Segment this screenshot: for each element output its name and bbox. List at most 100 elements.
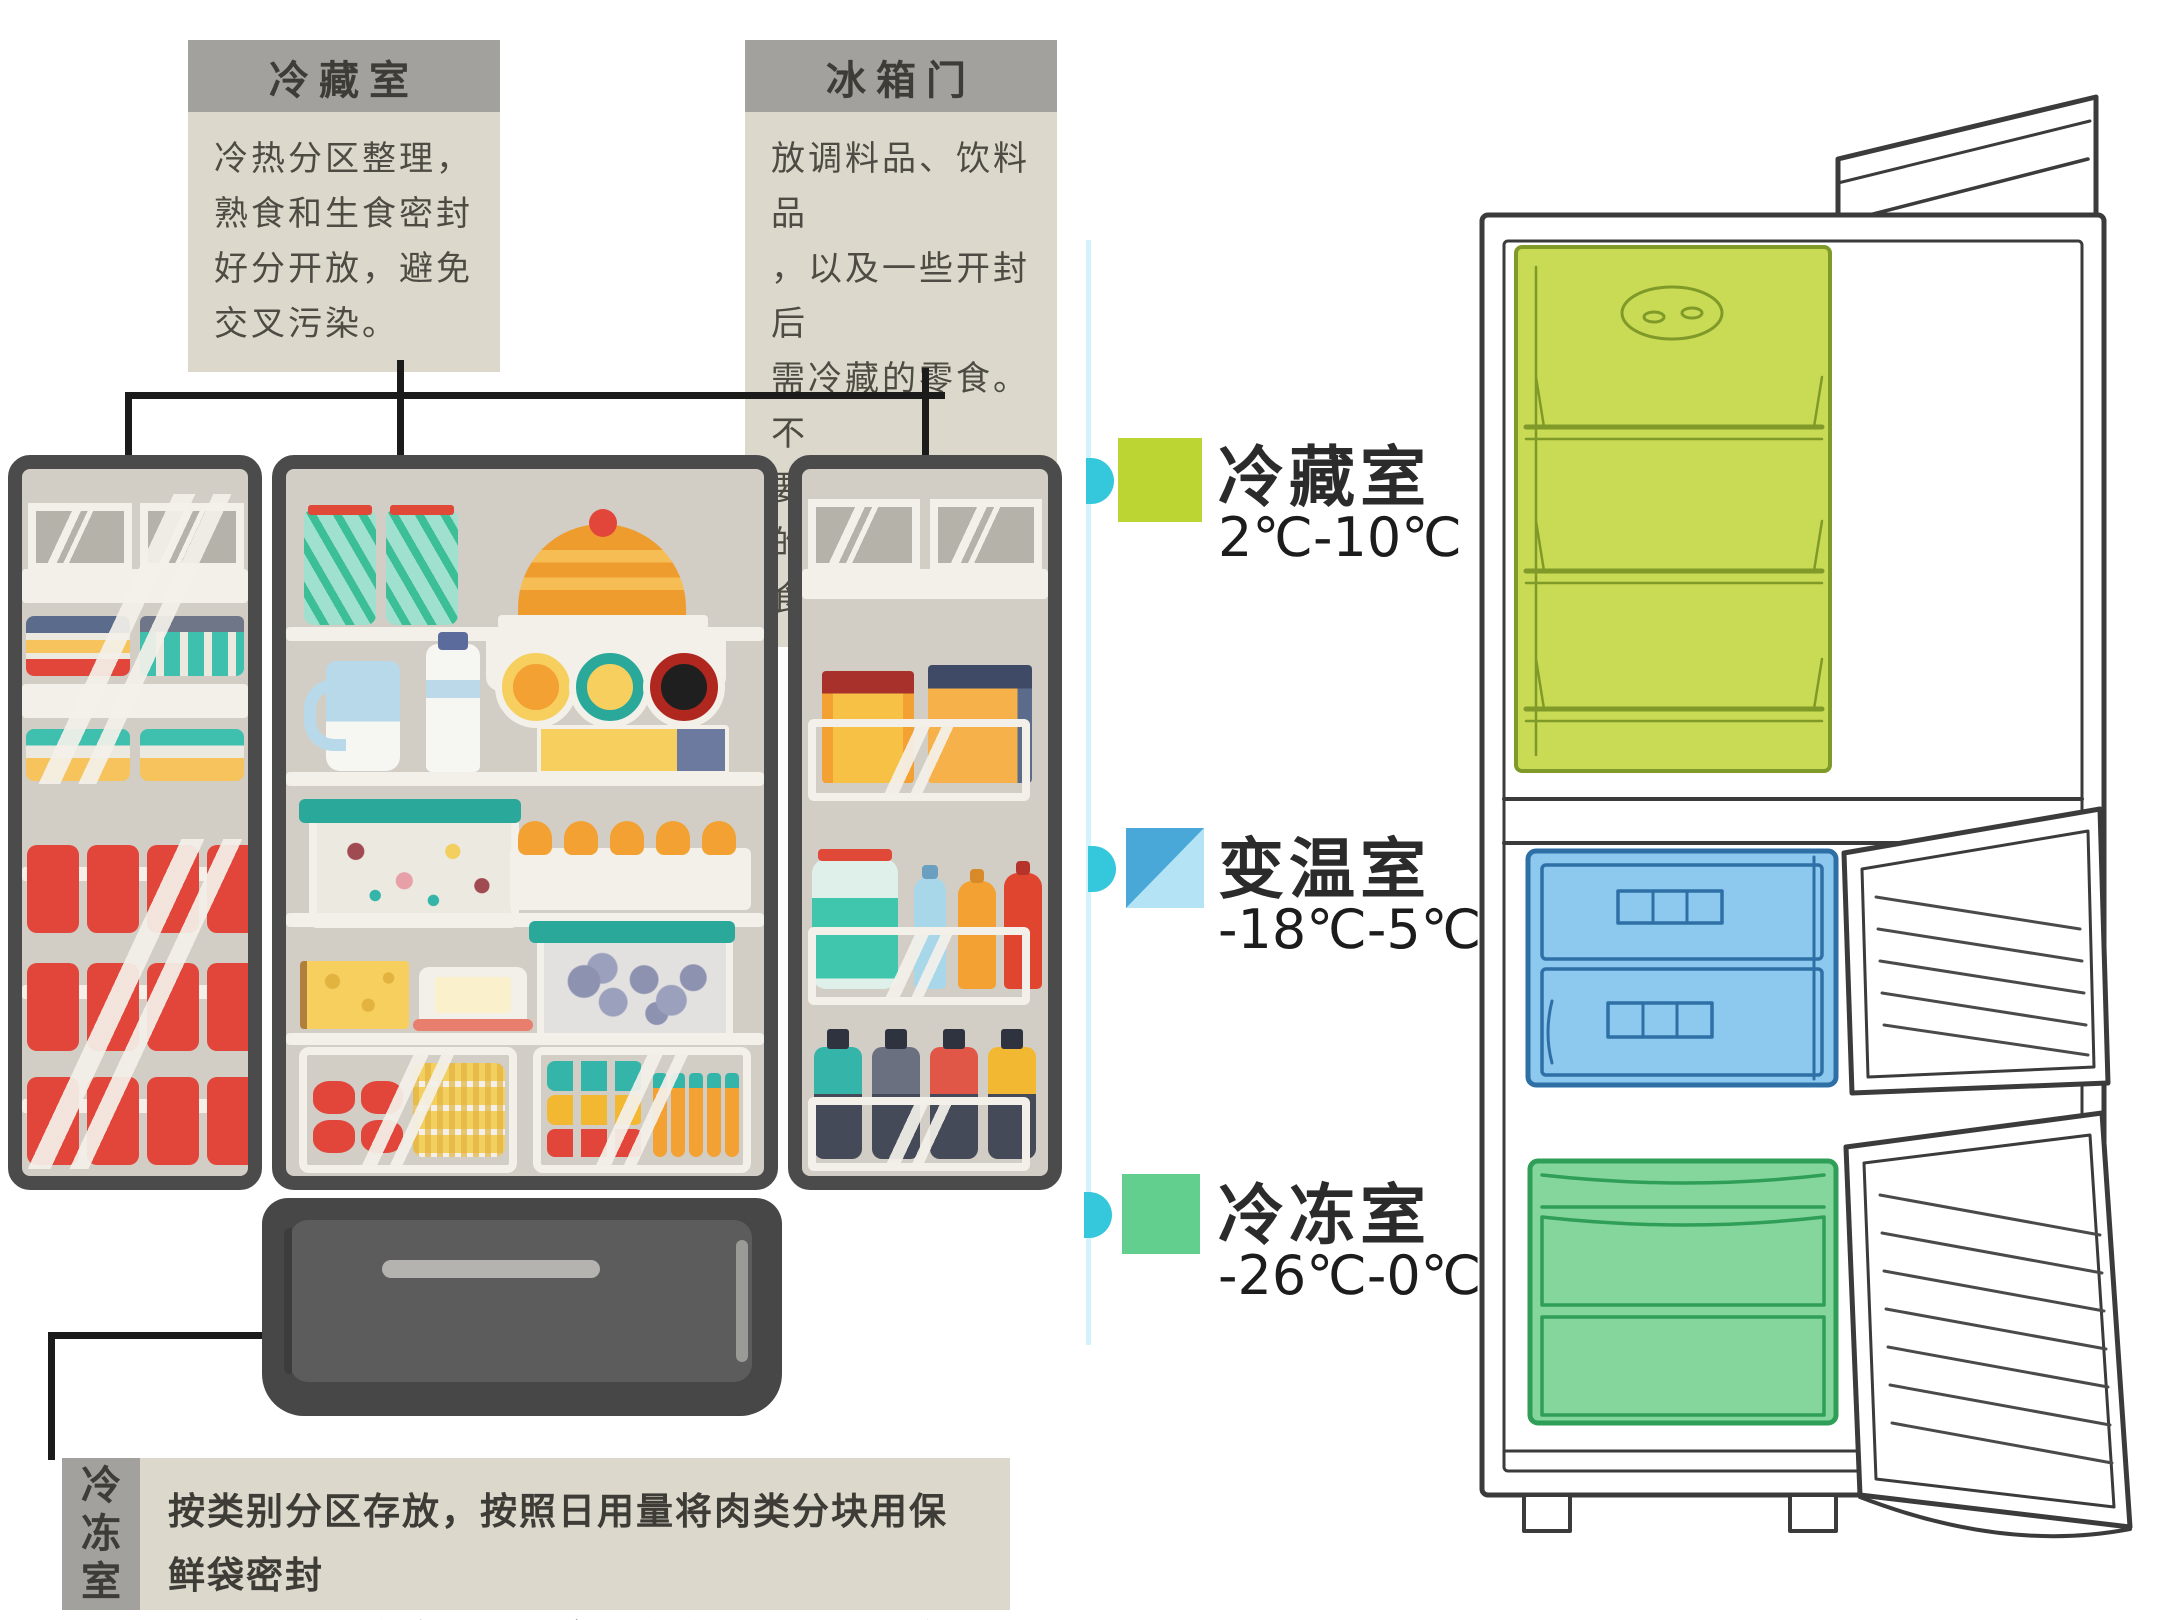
eggs: [518, 821, 743, 855]
cake-dome: [518, 524, 686, 616]
fridge-shelf: [286, 1033, 764, 1045]
red-box: [87, 963, 139, 1051]
fridge-foot: [1788, 1493, 1838, 1533]
connector-freezer-vertical: [48, 1332, 55, 1460]
zone-freezer-room: [1527, 1158, 1839, 1426]
fridge-shelf: [286, 772, 764, 786]
drawer-highlight: [736, 1240, 748, 1362]
connector-horizontal: [125, 392, 945, 399]
pickle-jar: [386, 509, 458, 625]
glare-stripes: [816, 1105, 1022, 1163]
red-box: [87, 845, 139, 933]
label-char: 冷: [81, 1463, 121, 1509]
label-char: 室: [81, 1559, 121, 1605]
glass-shelf-panel: [808, 499, 920, 571]
legend-swatch-cold: [1118, 438, 1202, 522]
crisper-drawer-left: [299, 1047, 517, 1173]
pickle-jar-lid: [390, 505, 454, 515]
red-box: [27, 845, 79, 933]
bottle-caps: [140, 616, 244, 632]
stacked-containers: [26, 616, 130, 676]
red-box: [147, 1077, 199, 1165]
milk-jug-handle: [304, 679, 346, 751]
fridge-lamp: [1620, 285, 1724, 341]
legend-name-variable: 变温室: [1218, 831, 1431, 908]
butter-dish-inner: [435, 977, 511, 1013]
corn-cobs: [413, 1063, 505, 1157]
red-box: [27, 963, 79, 1051]
callout-line: 熟食和生食密封: [214, 194, 473, 234]
red-box: [207, 963, 248, 1051]
line-art-fridge: [1479, 94, 2133, 1539]
callout-line: 好分开放，避免: [214, 249, 473, 289]
teal-jar-lid: [818, 849, 892, 861]
red-boxes-row: [27, 845, 248, 933]
callout-line: 放调料品、饮料品: [771, 139, 1030, 234]
freezer-drawer-handle: [382, 1260, 600, 1278]
left-door-interior: [22, 469, 248, 1176]
red-box: [27, 1077, 79, 1165]
legend-temp-freezer: -26℃-0℃: [1218, 1244, 1482, 1307]
legend-arrow-icon: [1084, 1192, 1112, 1238]
striped-container: [26, 729, 130, 781]
main-compartment-interior: [286, 469, 764, 1176]
egg: [702, 821, 736, 855]
door-rail: [808, 927, 1030, 1005]
freezer-drawer-front: [290, 1220, 752, 1382]
carrots: [653, 1061, 739, 1159]
tomato: [313, 1120, 355, 1153]
red-boxes-row: [27, 1077, 248, 1165]
legend-name-cold: 冷藏室: [1218, 439, 1431, 516]
yellow-peppers: [547, 1095, 643, 1125]
round-jar-teal: [576, 653, 644, 721]
bottle-cap: [943, 1029, 965, 1049]
carrot: [707, 1073, 721, 1157]
fridge-main-compartment: [272, 455, 778, 1190]
callout-line: 需冷藏的零食。不: [771, 359, 1030, 454]
egg-tray: [510, 848, 751, 910]
tomatoes: [313, 1081, 405, 1153]
legend-temp-cold: 2℃-10℃: [1218, 506, 1462, 569]
callout-fridge-room-title: 冷藏室: [188, 40, 500, 112]
legend-arrow-icon: [1088, 846, 1116, 892]
legend-name-freezer: 冷冻室: [1218, 1177, 1431, 1254]
open-door-middle: [1841, 806, 2111, 1096]
right-door-interior: [802, 469, 1048, 1176]
tomato: [313, 1081, 355, 1114]
glare-stripes: [816, 727, 1022, 793]
bottle-cap: [885, 1029, 907, 1049]
legend-swatch-variable: [1126, 828, 1204, 908]
callout-fridge-room-body: 冷热分区整理， 熟食和生食密封 好分开放，避免 交叉污染。: [188, 112, 500, 372]
door-rail: [808, 1097, 1030, 1171]
red-boxes-row: [27, 963, 248, 1051]
red-peppers: [547, 1129, 643, 1157]
butter-dish-base: [413, 1019, 533, 1031]
fridge-left-door: [8, 455, 262, 1190]
label-char: 冻: [81, 1511, 121, 1557]
open-door-bottom: [1843, 1110, 2133, 1530]
door-shelf: [22, 569, 248, 603]
legend-temp-variable: -18℃-5℃: [1218, 898, 1482, 961]
mustard-bottle-tip: [970, 869, 984, 883]
butter-box: [537, 725, 729, 775]
bottle-cap: [827, 1029, 849, 1049]
carrot: [689, 1073, 703, 1157]
glass-shelf-panel: [140, 503, 244, 571]
tomato: [361, 1081, 403, 1114]
food-container: [309, 814, 519, 928]
green-peppers: [547, 1061, 643, 1091]
round-jar-yellow: [502, 653, 570, 721]
callout-fridge-door-title: 冰箱门: [745, 40, 1057, 112]
crisper-drawer-right: [533, 1047, 751, 1173]
section-divider: [1086, 240, 1091, 1345]
cheese-block: [300, 961, 409, 1029]
carrot: [671, 1073, 685, 1157]
freezer-note-line: 按类别分区存放，按照日用量将肉类分块用保鲜袋密封: [168, 1490, 948, 1597]
red-box: [87, 1077, 139, 1165]
callout-line: 交叉污染。: [214, 304, 399, 344]
egg: [564, 821, 598, 855]
egg: [656, 821, 690, 855]
grapes-container: [537, 935, 733, 1043]
striped-container: [140, 729, 244, 781]
